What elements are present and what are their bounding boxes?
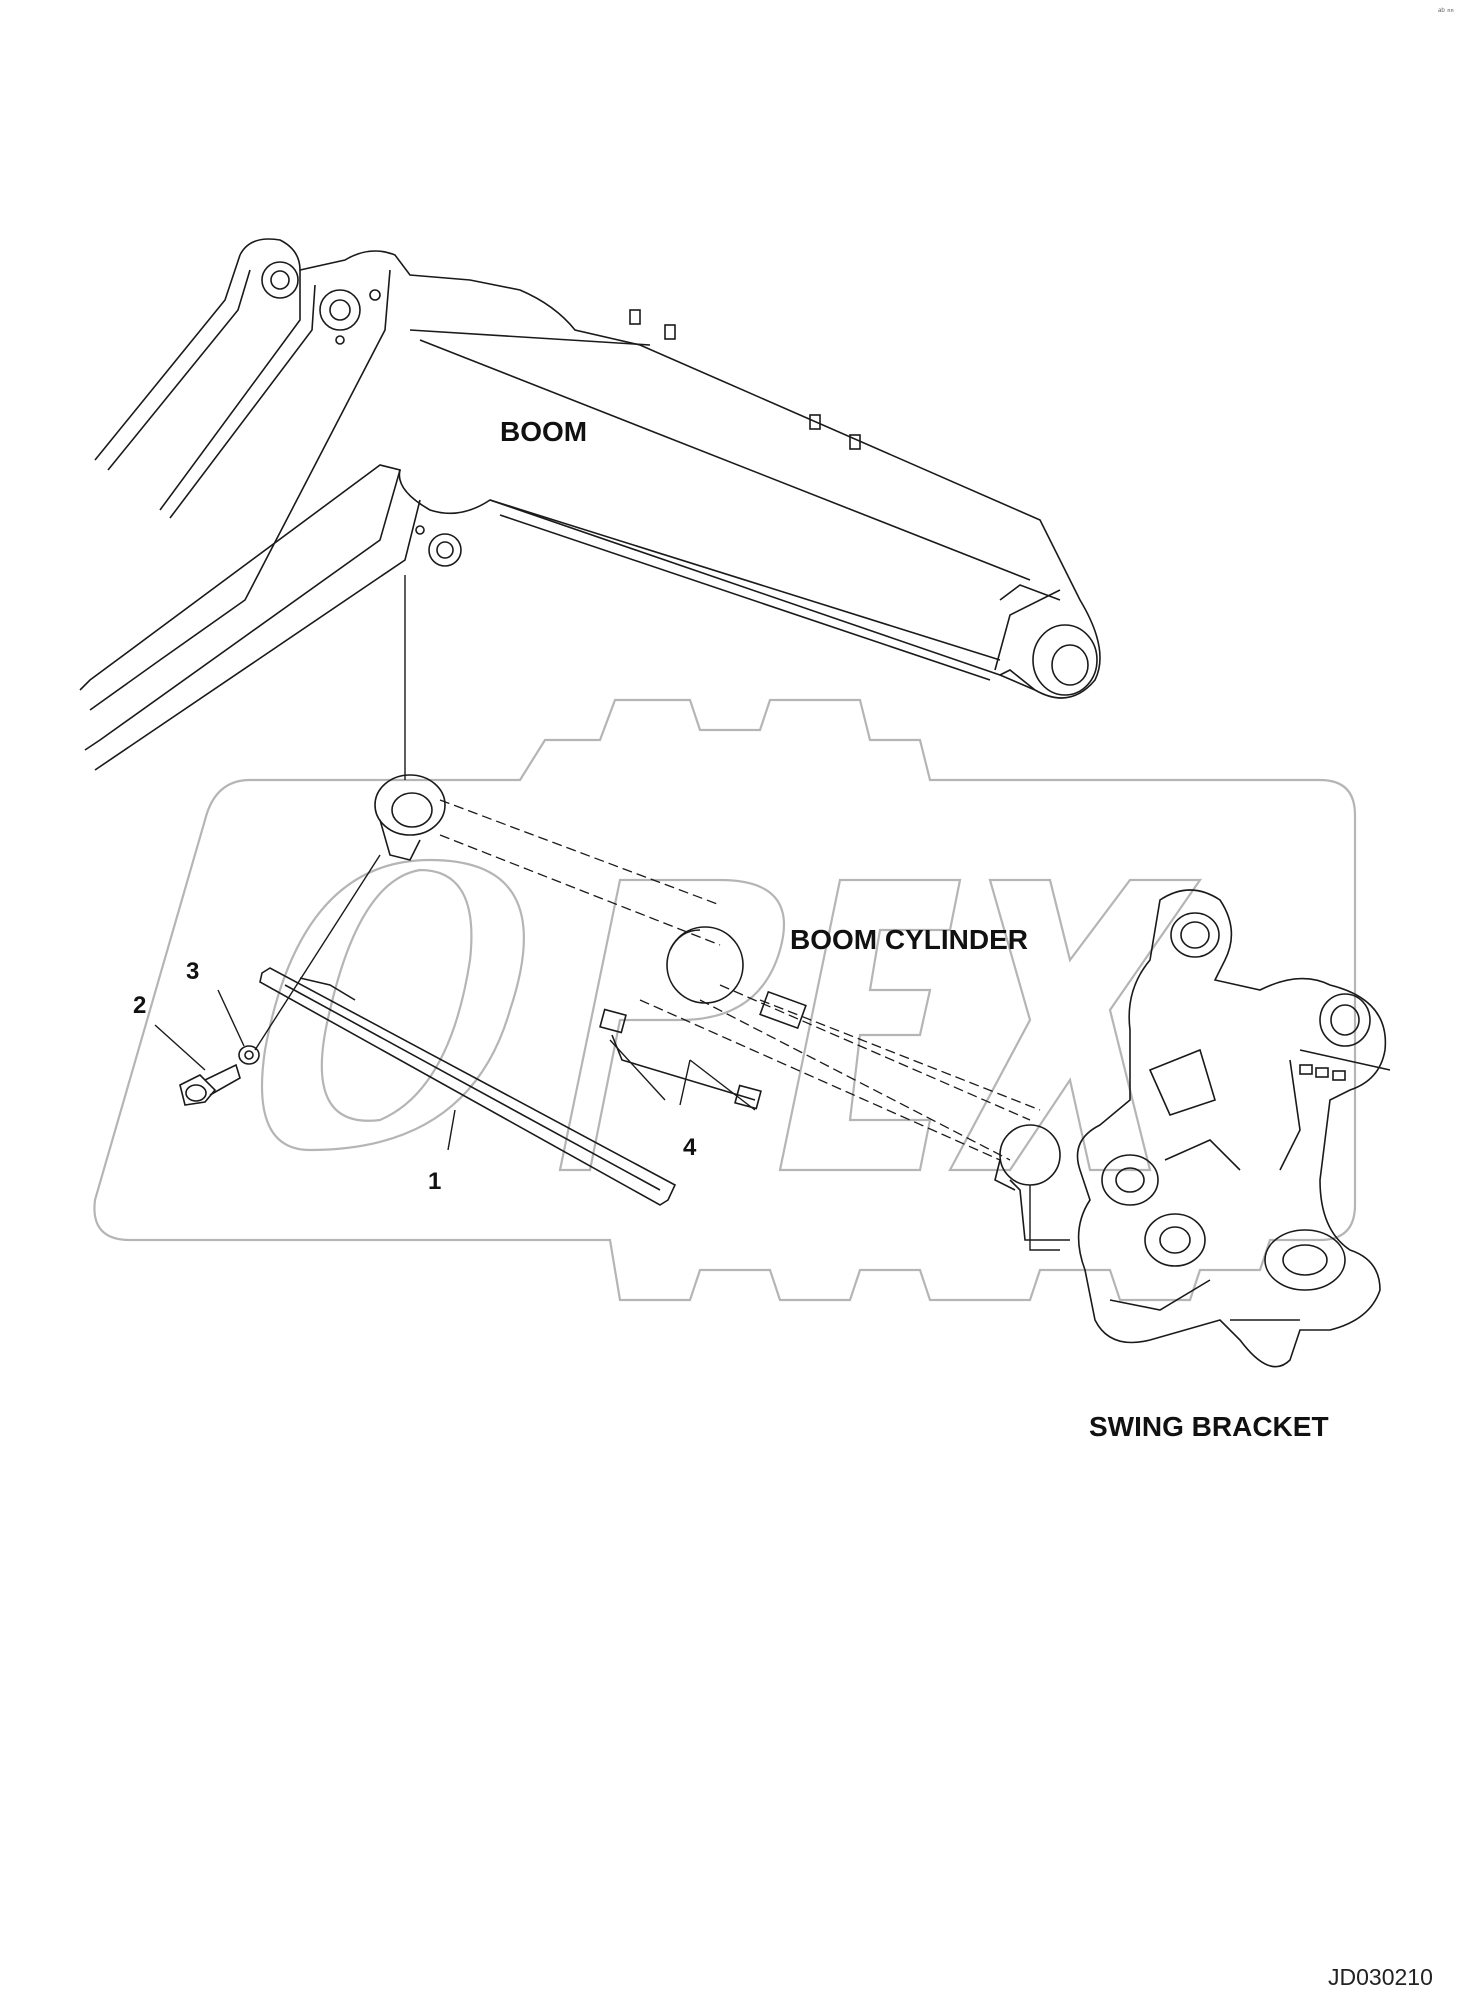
boom-label: BOOM bbox=[500, 416, 588, 447]
boom-cylinder-label: BOOM CYLINDER bbox=[790, 924, 1028, 955]
item-1-rod bbox=[259, 967, 677, 1206]
item-4-fittings bbox=[599, 1008, 762, 1110]
swing-bracket-label: SWING BRACKET bbox=[1089, 1411, 1329, 1442]
callout-1: 1 bbox=[428, 1168, 442, 1195]
leader-lines bbox=[154, 575, 1060, 1251]
swing-bracket-drawing bbox=[1076, 889, 1391, 1368]
callout-4: 4 bbox=[683, 1134, 697, 1161]
item-3-washer bbox=[238, 1045, 260, 1065]
corner-mark: ᵃᵇ ⁿⁿ bbox=[1438, 6, 1454, 16]
boom-drawing bbox=[79, 238, 1101, 771]
watermark-gear-logo bbox=[93, 698, 1357, 1302]
drawing-reference: JD030210 bbox=[1328, 1964, 1433, 1990]
boom-cylinder-drawing bbox=[374, 774, 1070, 1241]
item-2-bolt bbox=[179, 1063, 241, 1106]
callout-3: 3 bbox=[186, 958, 200, 985]
callout-2: 2 bbox=[133, 992, 147, 1019]
